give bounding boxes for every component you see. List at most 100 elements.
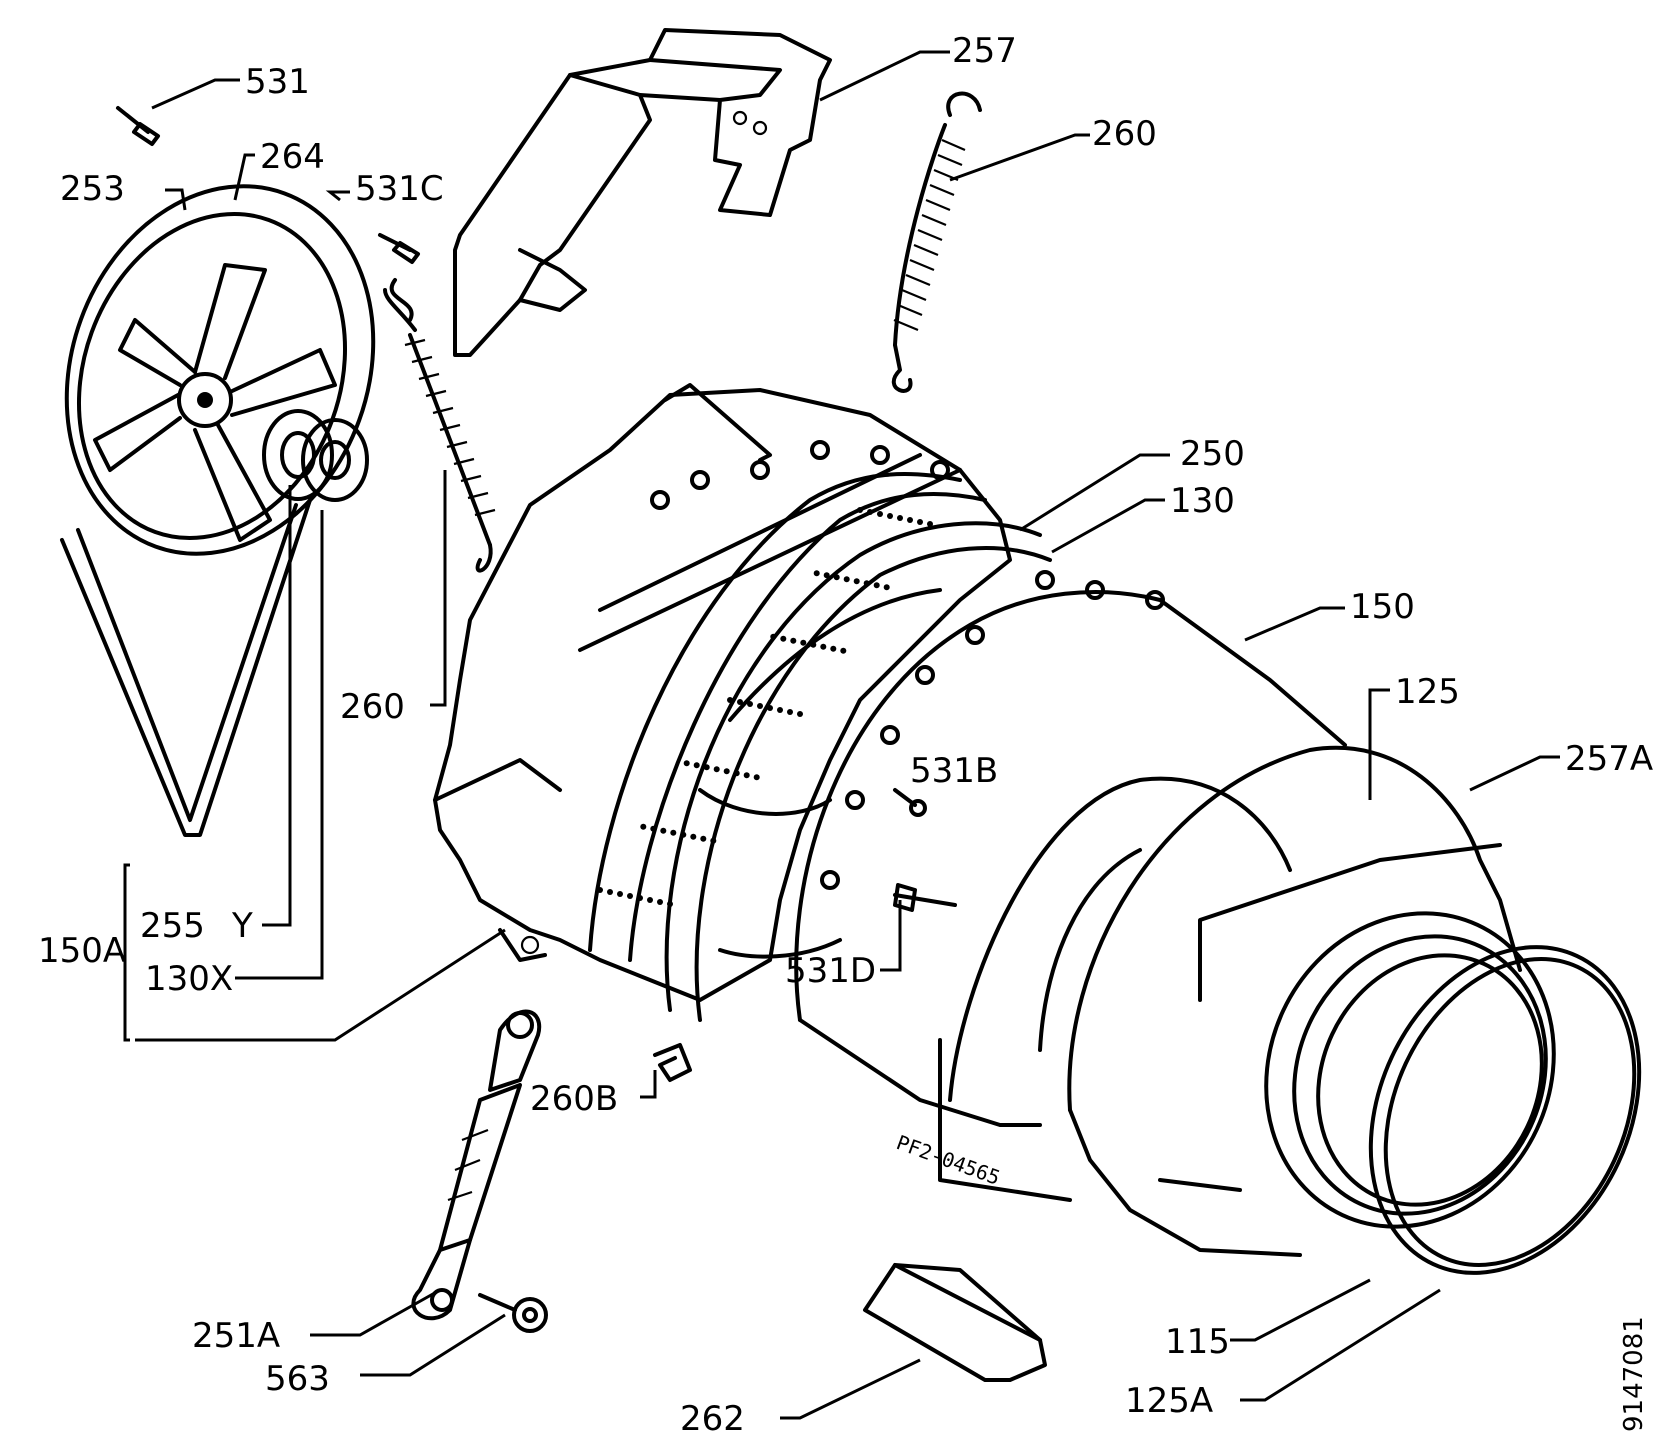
drum-perforation: [820, 643, 827, 650]
drum-perforation: [830, 645, 837, 652]
drum-perforation: [683, 760, 690, 767]
drum-perforation: [843, 576, 850, 583]
bolt-531d: [893, 883, 957, 912]
callout-251a: 251A: [192, 1316, 280, 1356]
tub-rivet: [1145, 590, 1165, 610]
spring-left: [383, 278, 496, 573]
drum-perforation: [780, 635, 787, 642]
tub-rivet: [1035, 570, 1055, 590]
callout-150a: 150A: [38, 931, 126, 971]
drum-perforation: [657, 899, 663, 905]
tub-rivet: [870, 445, 890, 465]
drum-perforation: [790, 637, 797, 644]
door-bellows: [1067, 745, 1522, 1257]
callout-531c: 531C: [355, 169, 444, 209]
tub-rivet: [690, 470, 710, 490]
callout-531b: 531B: [910, 751, 998, 791]
leader-lines: [123, 50, 1560, 1420]
drum-perforation: [650, 825, 657, 832]
clamp-ring-125a: [1368, 945, 1642, 1275]
callout-150: 150: [1350, 587, 1415, 627]
drum-perforation: [857, 507, 863, 513]
counterweight-262: [863, 1263, 1047, 1382]
drum-perforation: [737, 699, 743, 705]
perforated-drum: [578, 453, 987, 962]
tub-front: [650, 440, 1347, 1202]
drum-perforation: [660, 827, 667, 834]
callout-262: 262: [680, 1399, 745, 1439]
screw-531b: [893, 788, 927, 817]
drum-perforation: [873, 582, 880, 589]
callout-260-top: 260: [1092, 114, 1157, 154]
drum-perforation: [787, 709, 793, 715]
drum-perforation: [747, 701, 753, 707]
callout-115: 115: [1165, 1322, 1230, 1362]
callout-125: 125: [1395, 672, 1460, 712]
drum-perforation: [640, 823, 647, 830]
screw-531: [116, 106, 160, 146]
drum-perforation: [877, 511, 883, 517]
tub-rivet: [915, 665, 935, 685]
drum-perforation: [800, 639, 807, 646]
drum-perforation: [597, 887, 603, 893]
drum-perforation: [797, 711, 803, 717]
drum-perforation: [627, 893, 633, 899]
drum-pulley: [64, 184, 376, 556]
screw-531c: [378, 233, 420, 264]
drum-perforation: [743, 772, 750, 779]
tub-rivet: [880, 725, 900, 745]
callout-255-suffix: Y: [231, 906, 253, 946]
drum-perforation: [813, 570, 820, 577]
drum-perforation: [693, 762, 700, 769]
callout-130: 130: [1170, 481, 1235, 521]
drum-perforation: [753, 774, 760, 781]
drum-front-ring: [664, 521, 1052, 1022]
callout-260-left: 260: [340, 687, 405, 727]
callout-563: 563: [265, 1359, 330, 1399]
shock-absorber: [411, 1009, 542, 1321]
drum-perforation: [840, 647, 847, 654]
tub-rivet: [650, 490, 670, 510]
drum-perforation: [887, 513, 893, 519]
callout-255: 255: [140, 906, 205, 946]
drum-perforation: [917, 519, 923, 525]
tub-rivet: [750, 460, 770, 480]
counterweight-top: [453, 28, 832, 357]
drum-perforation: [637, 895, 643, 901]
callout-253: 253: [60, 169, 125, 209]
drum-perforation: [897, 515, 903, 521]
drum-perforation: [853, 578, 860, 585]
tub-rivet: [820, 870, 840, 890]
drum-perforation: [617, 891, 623, 897]
tub-rivet: [845, 790, 865, 810]
callout-257: 257: [952, 31, 1017, 71]
drum-perforation: [713, 766, 720, 773]
tub-rear: [433, 383, 1012, 1002]
drum-perforation: [823, 572, 830, 579]
bearing: [262, 409, 369, 502]
tub-rivet: [1085, 580, 1105, 600]
drum-perforation: [883, 584, 890, 591]
spring-right: [891, 91, 982, 393]
drum-perforation: [907, 517, 913, 523]
document-number: 9147081: [1619, 1316, 1649, 1432]
callout-130x: 130X: [145, 959, 233, 999]
bolt-563: [478, 1293, 548, 1333]
tub-rivet: [810, 440, 830, 460]
callout-531d: 531D: [785, 951, 876, 991]
drum-perforation: [700, 835, 707, 842]
clip-260b: [653, 1043, 692, 1082]
drum-perforation: [607, 889, 613, 895]
callout-257a: 257A: [1565, 739, 1653, 779]
drum-perforation: [670, 829, 677, 836]
drum-perforation: [723, 768, 730, 775]
seal-ring-125: [1264, 911, 1556, 1229]
drive-belt: [60, 498, 312, 837]
callout-260b: 260B: [530, 1079, 618, 1119]
callout-250: 250: [1180, 434, 1245, 474]
tub-rivet: [965, 625, 985, 645]
drum-perforation: [927, 521, 933, 527]
drum-perforation: [777, 707, 783, 713]
drum-perforation: [867, 509, 873, 515]
